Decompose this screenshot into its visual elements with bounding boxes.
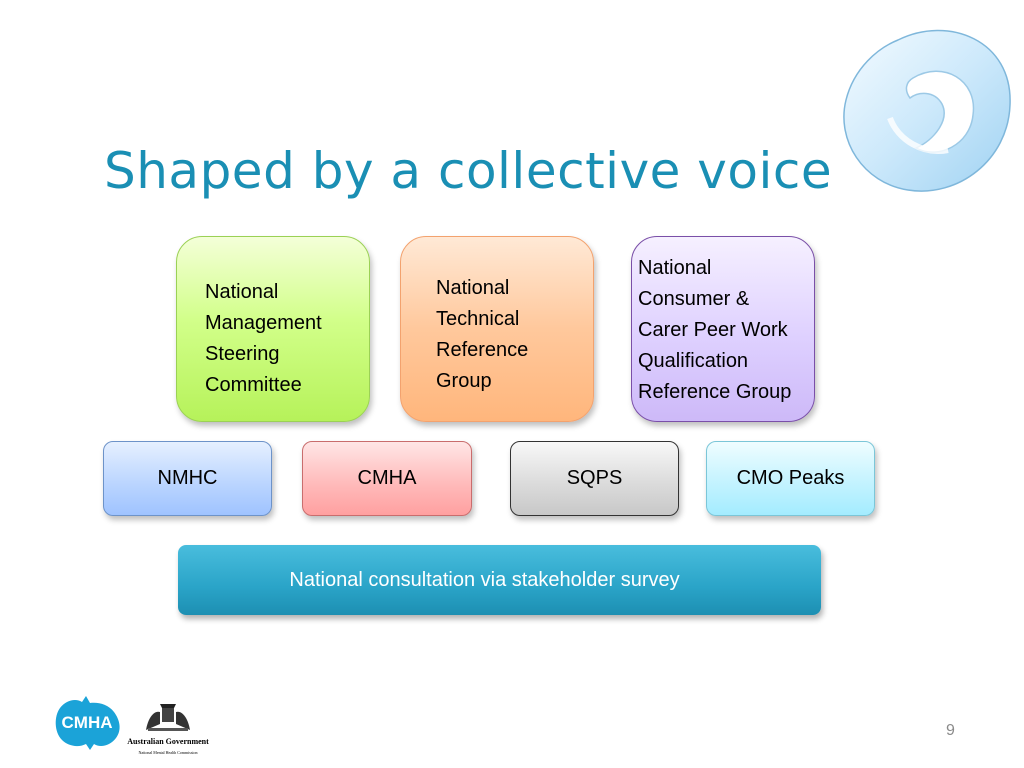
group-box-line: Committee [205, 374, 302, 396]
partner-label: SQPS [566, 467, 623, 489]
group-box-technical-reference-group: National Technical Reference Group [400, 236, 594, 422]
group-box-line: National [205, 281, 279, 303]
partner-label: CMO Peaks [736, 467, 845, 489]
partner-box-nmhc: NMHC [103, 441, 272, 516]
cmha-logo-text: CMHA [62, 713, 113, 732]
consultation-bar: National consultation via stakeholder su… [178, 545, 821, 615]
group-box-line: Reference [436, 339, 529, 361]
gov-name: Australian Government [127, 737, 209, 746]
group-box-line: Group [436, 370, 492, 392]
page-number: 9 [946, 722, 955, 739]
partner-box-sqps: SQPS [510, 441, 679, 516]
group-box-line: Steering [205, 343, 280, 365]
group-box-line: Carer Peer Work [638, 319, 788, 341]
gov-subtitle: National Mental Health Commission [138, 750, 198, 755]
group-box-line: Reference Group [638, 381, 792, 403]
partner-box-cmha: CMHA [302, 441, 472, 516]
partner-label: CMHA [357, 467, 417, 489]
group-box-line: Consumer & [638, 288, 750, 310]
group-box-management-steering-committee: National Management Steering Committee [176, 236, 370, 422]
group-box-consumer-carer-reference-group: National Consumer & Carer Peer Work Qual… [631, 236, 815, 422]
group-box-line: Qualification [638, 350, 749, 372]
coat-of-arms-icon [146, 704, 190, 731]
slide-title: Shaped by a collective voice [104, 142, 833, 200]
australian-government-logo: Australian Government National Mental He… [126, 700, 210, 758]
consultation-label: National consultation via stakeholder su… [289, 568, 680, 591]
group-box-line: Management [205, 312, 322, 334]
partner-box-cmo-peaks: CMO Peaks [706, 441, 875, 516]
partner-label: NMHC [157, 467, 218, 489]
group-box-line: National [436, 277, 510, 299]
decorative-ring-icon [843, 29, 1011, 192]
cmha-logo: CMHA [55, 696, 120, 750]
group-box-line: Technical [436, 308, 520, 330]
group-box-line: National [638, 257, 712, 279]
